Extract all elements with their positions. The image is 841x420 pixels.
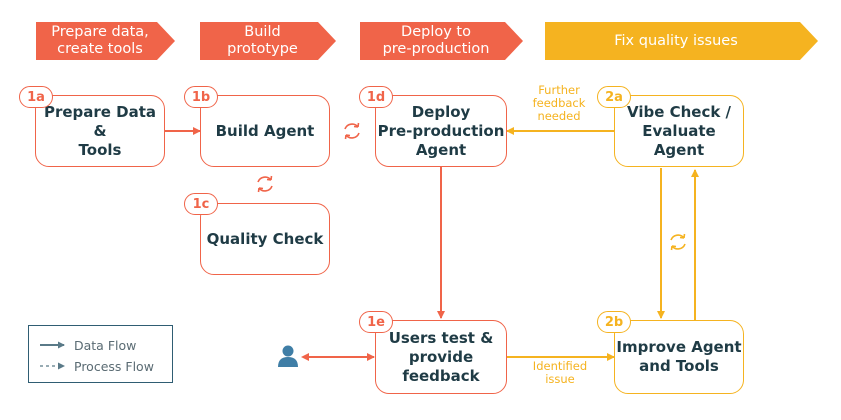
- phase-label-4: Fix quality issues: [614, 32, 738, 49]
- node-label: Vibe Check / Evaluate Agent: [626, 102, 732, 159]
- phase-label-2: Build prototype: [227, 24, 298, 57]
- phase-label-3: Deploy to pre-production: [382, 24, 490, 57]
- cycle-icon: [670, 233, 686, 251]
- legend-box: Data Flow Process Flow: [28, 325, 173, 383]
- phase-label-1: Prepare data, create tools: [51, 24, 149, 57]
- badge-1a: 1a: [19, 86, 53, 108]
- edge-label-identified-issue: Identified issue: [532, 359, 588, 386]
- legend-process-flow-label: Process Flow: [74, 359, 154, 374]
- badge-1e: 1e: [359, 311, 393, 333]
- phase-chevron-2: [200, 22, 336, 60]
- node-improve-agent[interactable]: Improve Agent and Tools: [614, 320, 744, 394]
- user-icon: [278, 345, 298, 367]
- node-label: Build Agent: [215, 121, 315, 140]
- badge-2b: 2b: [597, 311, 631, 333]
- edge-label-further-feedback: Further feedback needed: [532, 83, 586, 123]
- node-vibe-check[interactable]: Vibe Check / Evaluate Agent: [614, 95, 744, 167]
- badge-2a: 2a: [597, 86, 631, 108]
- cycle-icon: [344, 122, 360, 140]
- badge-1b: 1b: [184, 86, 218, 108]
- phase-chevron-3: [360, 22, 523, 60]
- badge-1c: 1c: [184, 193, 218, 215]
- node-label: Users test & provide feedback: [388, 328, 494, 385]
- phase-chevron-1: [36, 22, 175, 60]
- node-label: Improve Agent and Tools: [616, 338, 742, 375]
- node-prepare-data[interactable]: Prepare Data & Tools: [35, 95, 165, 167]
- badge-1d: 1d: [359, 86, 393, 108]
- legend-data-flow-label: Data Flow: [74, 338, 137, 353]
- node-label: Prepare Data & Tools: [43, 102, 157, 159]
- node-quality-check[interactable]: Quality Check: [200, 203, 330, 275]
- node-label: Deploy Pre-production Agent: [377, 102, 505, 159]
- phase-chevron-4: [545, 22, 818, 60]
- node-label: Quality Check: [206, 229, 324, 248]
- node-users-test[interactable]: Users test & provide feedback: [375, 320, 507, 394]
- cycle-icon: [257, 175, 273, 193]
- node-build-agent[interactable]: Build Agent: [200, 95, 330, 167]
- node-deploy-agent[interactable]: Deploy Pre-production Agent: [375, 95, 507, 167]
